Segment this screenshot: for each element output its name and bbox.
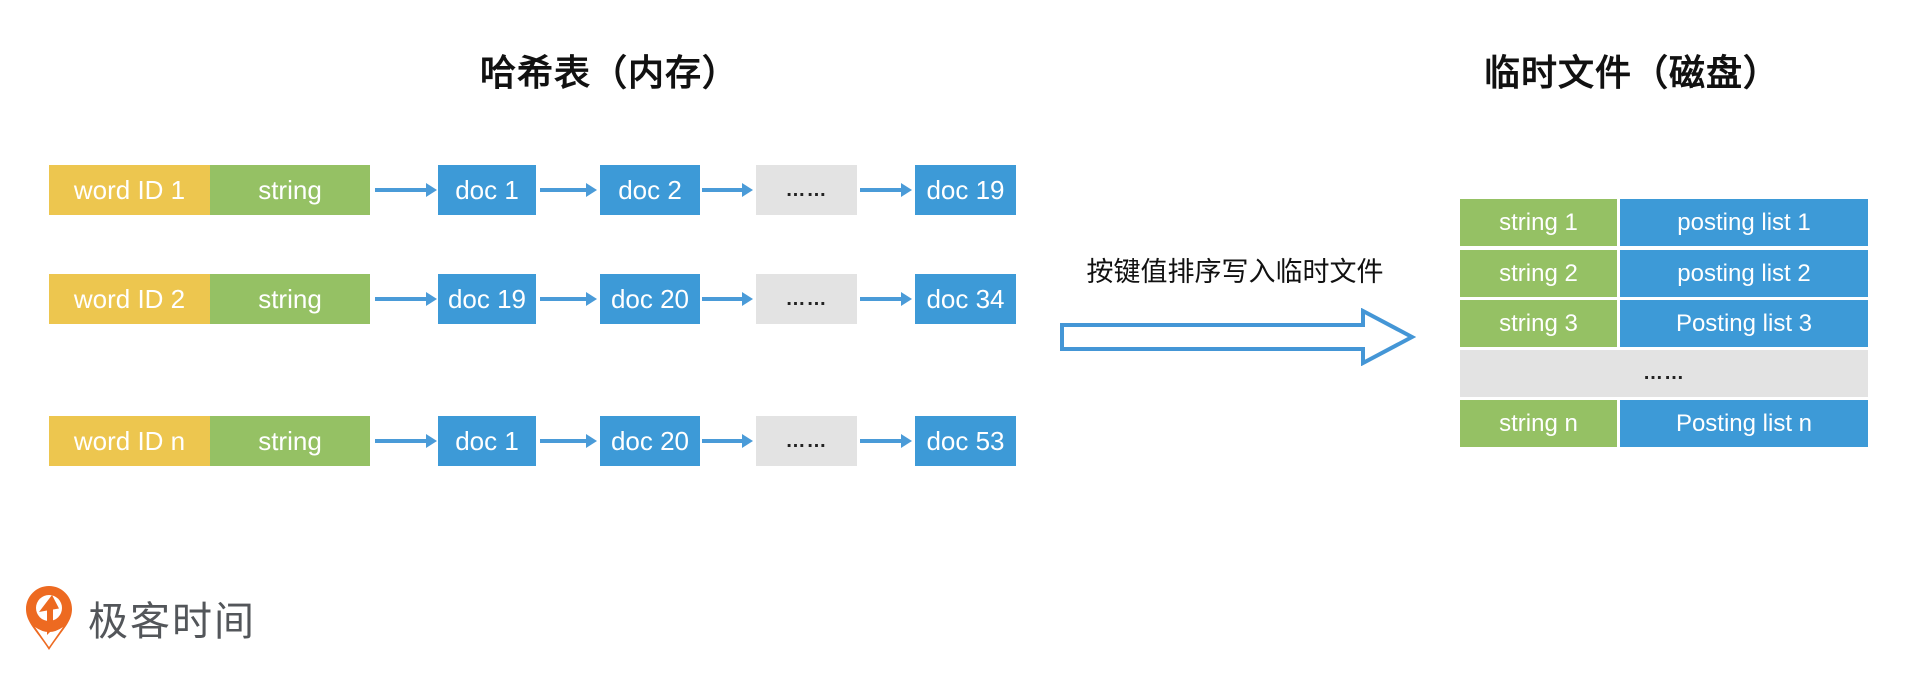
table-value-cell: Posting list n	[1620, 400, 1868, 447]
link-arrow-icon	[860, 292, 912, 306]
doc-node: doc 34	[915, 274, 1016, 324]
ellipsis-node: ……	[756, 165, 857, 215]
table-key-cell: string 3	[1460, 300, 1617, 347]
link-arrow-icon	[375, 434, 437, 448]
doc-node: doc 53	[915, 416, 1016, 466]
hash-row: word ID 2 string doc 19 doc 20 …… doc 34	[49, 274, 1016, 324]
table-value-cell: posting list 2	[1620, 250, 1868, 297]
doc-node: doc 20	[600, 416, 700, 466]
link-arrow-icon	[702, 434, 753, 448]
link-arrow-icon	[375, 183, 437, 197]
geektime-logo: 极客时间	[26, 585, 256, 651]
link-arrow-icon	[540, 434, 597, 448]
link-arrow-icon	[860, 183, 912, 197]
link-arrow-icon	[375, 292, 437, 306]
string-cell: string	[210, 416, 370, 466]
table-row: string 1 posting list 1	[1460, 199, 1868, 246]
doc-node: doc 19	[915, 165, 1016, 215]
doc-node: doc 1	[438, 416, 536, 466]
table-row: string n Posting list n	[1460, 400, 1868, 447]
doc-node: doc 20	[600, 274, 700, 324]
table-row: string 2 posting list 2	[1460, 250, 1868, 297]
link-arrow-icon	[540, 183, 597, 197]
hash-row: word ID 1 string doc 1 doc 2 …… doc 19	[49, 165, 1016, 215]
ellipsis-node: ……	[756, 274, 857, 324]
doc-node: doc 19	[438, 274, 536, 324]
link-arrow-icon	[702, 292, 753, 306]
ellipsis-node: ……	[756, 416, 857, 466]
transfer-label: 按键值排序写入临时文件	[1086, 257, 1384, 287]
table-key-cell: string 2	[1460, 250, 1617, 297]
hash-table-title: 哈希表（内存）	[480, 52, 740, 93]
hash-row: word ID n string doc 1 doc 20 …… doc 53	[49, 416, 1016, 466]
doc-node: doc 1	[438, 165, 536, 215]
table-value-cell: posting list 1	[1620, 199, 1868, 246]
temp-file-table: string 1 posting list 1 string 2 posting…	[1460, 199, 1868, 447]
table-key-cell: string 1	[1460, 199, 1617, 246]
word-id-cell: word ID 2	[49, 274, 210, 324]
word-id-cell: word ID 1	[49, 165, 210, 215]
table-value-cell: Posting list 3	[1620, 300, 1868, 347]
doc-node: doc 2	[600, 165, 700, 215]
table-row: string 3 Posting list 3	[1460, 300, 1868, 347]
link-arrow-icon	[860, 434, 912, 448]
table-key-cell: string n	[1460, 400, 1617, 447]
geektime-logo-icon	[26, 586, 72, 650]
logo-text: 极客时间	[88, 600, 256, 644]
table-ellipsis-row: ……	[1460, 350, 1868, 397]
word-id-cell: word ID n	[49, 416, 210, 466]
link-arrow-icon	[540, 292, 597, 306]
link-arrow-icon	[702, 183, 753, 197]
temp-file-title: 临时文件（磁盘）	[1484, 52, 1781, 93]
transfer-arrow-icon	[1060, 308, 1416, 366]
string-cell: string	[210, 274, 370, 324]
string-cell: string	[210, 165, 370, 215]
